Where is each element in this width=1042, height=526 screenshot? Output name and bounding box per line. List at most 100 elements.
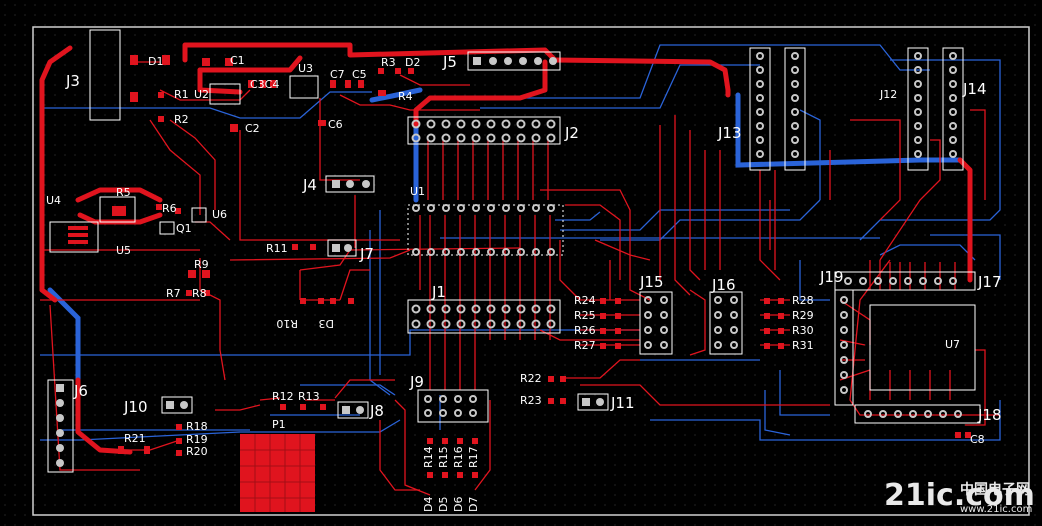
label-c1: C1 [230, 54, 245, 67]
j18-outline [854, 404, 981, 424]
label-j13: J13 [717, 124, 742, 142]
j15-outline [639, 291, 673, 355]
label-r7: R7 [166, 287, 181, 300]
j16-outline [709, 291, 743, 355]
label-u5: U5 [116, 244, 131, 257]
label-r5: R5 [116, 186, 131, 199]
j3-outline [89, 29, 121, 121]
label-r11: R11 [266, 242, 288, 255]
label-d5: D5 [437, 497, 450, 512]
u3-outline [289, 75, 319, 99]
label-r26: R26 [574, 324, 596, 337]
label-j11: J11 [610, 394, 635, 412]
label-r19: R19 [186, 433, 208, 446]
j2-outline [407, 116, 561, 145]
label-r17: R17 [467, 446, 480, 468]
u2-outline [209, 83, 241, 105]
label-r27: R27 [574, 339, 596, 352]
label-j1: J1 [431, 283, 446, 301]
label-j12: J12 [879, 88, 897, 101]
label-j7: J7 [359, 245, 374, 263]
j9-outline [417, 389, 489, 423]
j10-outline [161, 396, 193, 414]
label-q1: Q1 [176, 222, 192, 235]
u6-outline [191, 207, 207, 223]
label-j16: J16 [711, 276, 736, 294]
watermark-site-url: www.21ic.com [960, 504, 1032, 515]
label-u3: U3 [298, 62, 313, 75]
j12-outline [907, 47, 929, 171]
label-r13: R13 [298, 390, 320, 403]
label-r20: R20 [186, 445, 208, 458]
label-u6: U6 [212, 208, 227, 221]
j4-outline [325, 175, 375, 193]
u7-outline [869, 304, 976, 391]
silkscreen-outlines [47, 29, 981, 473]
j5-outline [467, 51, 561, 71]
label-j9: J9 [409, 373, 424, 391]
q1-outline [159, 221, 175, 235]
label-c7: C7 [330, 68, 345, 81]
label-d2: D2 [405, 56, 420, 69]
label-r30: R30 [792, 324, 814, 337]
label-d6: D6 [452, 497, 465, 512]
label-r29: R29 [792, 309, 814, 322]
label-j17: J17 [977, 273, 1002, 291]
label-j2: J2 [564, 124, 579, 142]
j17-outline [834, 271, 976, 291]
label-r2: R2 [174, 113, 189, 126]
designator-labels: J3 D1 C1 R1 U2 C3C4 U3 C7 C5 R3 D2 J5 R2… [46, 53, 1002, 512]
u5-outline [49, 221, 99, 253]
label-u7: U7 [945, 338, 960, 351]
label-c2: C2 [245, 122, 260, 135]
label-r10: R10 [276, 317, 298, 330]
label-c5: C5 [352, 68, 367, 81]
label-j14: J14 [962, 80, 987, 98]
watermark-site-cn: 中国电子网 [960, 481, 1030, 498]
label-r8: R8 [192, 287, 207, 300]
header-pad-rings [411, 52, 962, 418]
label-r22: R22 [520, 372, 542, 385]
j8-outline [337, 401, 369, 419]
label-r4: R4 [398, 90, 413, 103]
label-r23: R23 [520, 394, 542, 407]
label-r1: R1 [174, 88, 189, 101]
label-r21: R21 [124, 432, 146, 445]
j19-outline [834, 289, 854, 406]
label-d7: D7 [467, 497, 480, 512]
label-u2: U2 [194, 88, 209, 101]
label-c3c4: C3C4 [250, 78, 279, 91]
label-r24: R24 [574, 294, 596, 307]
label-u4: U4 [46, 194, 61, 207]
u1-outline [407, 204, 564, 256]
j7-outline [327, 239, 357, 257]
label-j18: J18 [977, 406, 1002, 424]
label-j19: J19 [819, 268, 844, 286]
label-j15: J15 [639, 273, 664, 291]
label-d4: D4 [422, 497, 435, 512]
label-p1: P1 [272, 418, 286, 431]
label-r15: R15 [437, 446, 450, 468]
j1-outline [407, 299, 561, 334]
label-j5: J5 [442, 53, 457, 71]
label-r18: R18 [186, 420, 208, 433]
label-r9: R9 [194, 258, 209, 271]
label-u1: U1 [410, 185, 425, 198]
label-c6: C6 [328, 118, 343, 131]
label-j8: J8 [369, 402, 384, 420]
bottom-layer-traces [40, 44, 1001, 441]
label-j6: J6 [73, 382, 88, 400]
label-c8: C8 [970, 433, 985, 446]
label-r14: R14 [422, 446, 435, 468]
smd-pads [68, 55, 971, 478]
j6-outline [47, 379, 74, 473]
label-r16: R16 [452, 446, 465, 468]
label-d1: D1 [148, 55, 163, 68]
watermark: 21ic.com 中国电子网 www.21ic.com [884, 478, 1035, 515]
label-r28: R28 [792, 294, 814, 307]
p1-copper-area [240, 434, 315, 512]
label-r3: R3 [381, 56, 396, 69]
j14-outline [942, 47, 964, 171]
